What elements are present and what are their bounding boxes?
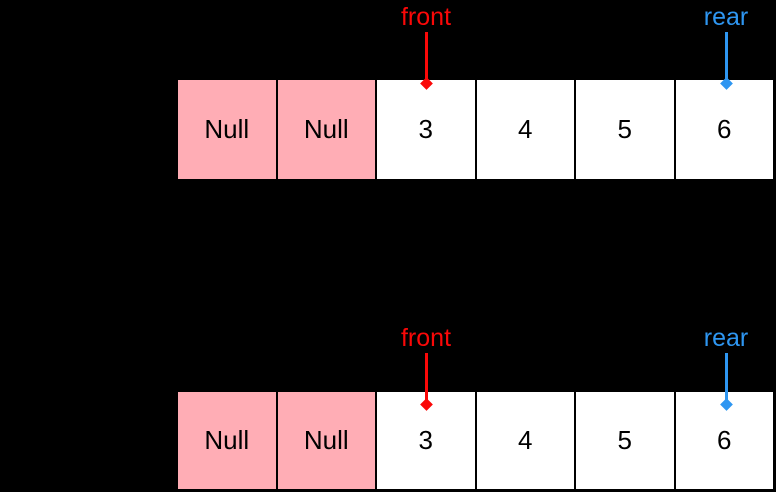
- queue-array: Null Null 3 4 5 6: [178, 392, 773, 489]
- front-pointer: front: [386, 324, 466, 411]
- queue-figure-bottom: front rear Null Null 3 4 5 6: [0, 321, 776, 492]
- rear-diamond-marker-icon: [719, 398, 733, 411]
- queue-cell: Null: [277, 80, 375, 179]
- front-pointer-line: [424, 353, 428, 403]
- rear-label: rear: [703, 3, 749, 31]
- queue-cell: 3: [377, 80, 475, 179]
- queue-cell: Null: [178, 392, 276, 489]
- front-pointer: front: [386, 3, 466, 90]
- rear-pointer-line: [724, 353, 728, 403]
- queue-cell: 4: [476, 392, 574, 489]
- rear-diamond-marker-icon: [719, 77, 733, 90]
- front-diamond-marker-icon: [419, 398, 433, 411]
- queue-cell: Null: [277, 392, 375, 489]
- queue-cell: 5: [576, 392, 674, 489]
- front-pointer-line: [424, 32, 428, 82]
- front-label: front: [400, 3, 452, 31]
- rear-label: rear: [703, 324, 749, 352]
- rear-pointer: rear: [686, 324, 766, 411]
- queue-cell: 4: [476, 80, 574, 179]
- queue-cell: 5: [576, 80, 674, 179]
- queue-cell: Null: [178, 80, 276, 179]
- rear-pointer: rear: [686, 3, 766, 90]
- queue-array: Null Null 3 4 5 6: [178, 80, 773, 179]
- front-diamond-marker-icon: [419, 77, 433, 90]
- front-label: front: [400, 324, 452, 352]
- queue-cell: 6: [675, 80, 773, 179]
- rear-pointer-line: [724, 32, 728, 82]
- queue-figure-top: front rear Null Null 3 4 5 6: [0, 0, 776, 180]
